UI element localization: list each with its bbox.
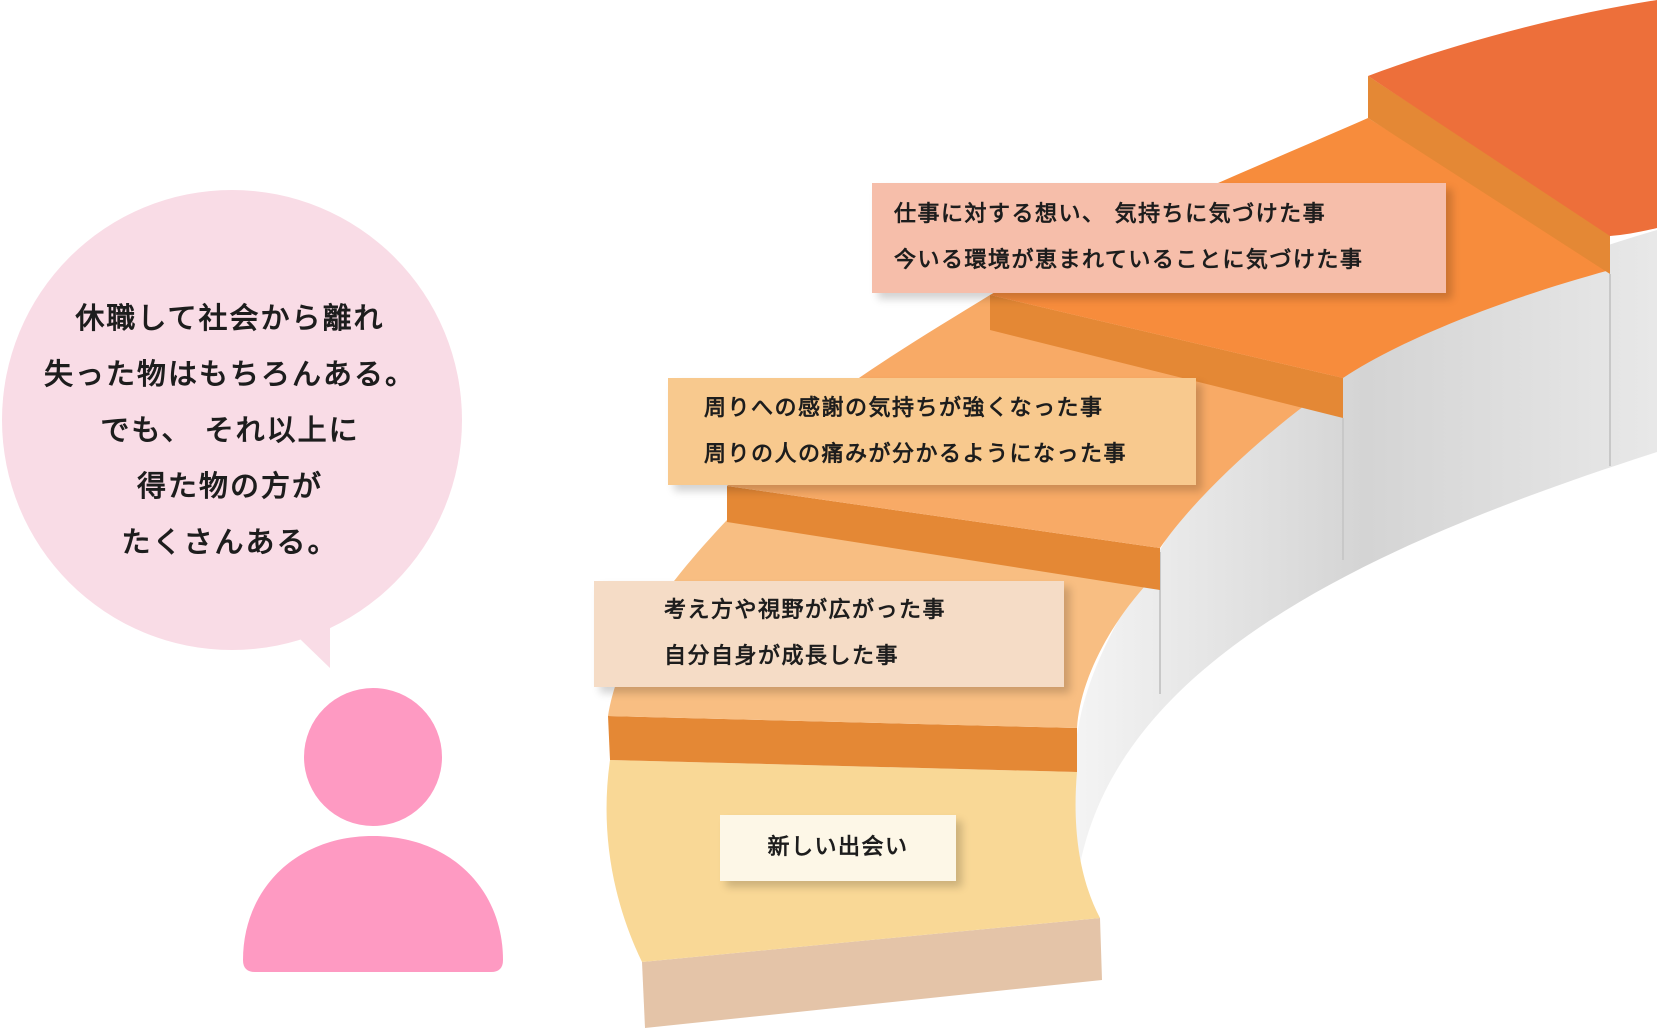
step-riser-2 bbox=[727, 486, 1160, 590]
person-icon bbox=[243, 688, 503, 972]
step-5-top bbox=[1368, 0, 1657, 236]
step-3-line-1: 周りへの感謝の気持ちが強くなった事 bbox=[704, 396, 1104, 421]
step-riser-1 bbox=[608, 716, 1077, 772]
step-1-line-1: 新しい出会い bbox=[767, 835, 909, 860]
step-3-label: 周りへの感謝の気持ちが強くなった事 周りの人の痛みが分かるようになった事 bbox=[668, 378, 1196, 485]
step-1-label: 新しい出会い bbox=[720, 815, 956, 881]
step-2-label: 考え方や視野が広がった事 自分自身が成長した事 bbox=[594, 581, 1064, 687]
speech-line-1: 休職して社会から離れ bbox=[75, 301, 385, 335]
step-riser-3 bbox=[990, 295, 1343, 418]
stair-base bbox=[642, 918, 1102, 1028]
step-riser-4 bbox=[1368, 76, 1610, 274]
speech-bubble bbox=[2, 190, 462, 668]
step-2-line-2: 自分自身が成長した事 bbox=[664, 644, 900, 669]
speech-line-2: 失った物はもちろんある。 bbox=[43, 357, 416, 391]
speech-line-4: 得た物の方が bbox=[136, 469, 323, 503]
step-4-line-2: 今いる環境が恵まれていることに気づけた事 bbox=[894, 248, 1364, 273]
speech-line-5: たくさんある。 bbox=[121, 525, 339, 559]
step-4-line-1: 仕事に対する想い、 気持ちに気づけた事 bbox=[894, 202, 1327, 227]
step-2-line-1: 考え方や視野が広がった事 bbox=[664, 598, 947, 623]
step-4-label: 仕事に対する想い、 気持ちに気づけた事 今いる環境が恵まれていることに気づけた事 bbox=[872, 183, 1446, 293]
speech-bubble-text: 休職して社会から離れ 失った物はもちろんある。 でも、 それ以上に 得た物の方が… bbox=[20, 290, 440, 570]
stair-side-wall bbox=[1074, 230, 1657, 918]
step-3-line-2: 周りの人の痛みが分かるようになった事 bbox=[704, 442, 1128, 467]
speech-line-3: でも、 それ以上に bbox=[100, 413, 360, 447]
